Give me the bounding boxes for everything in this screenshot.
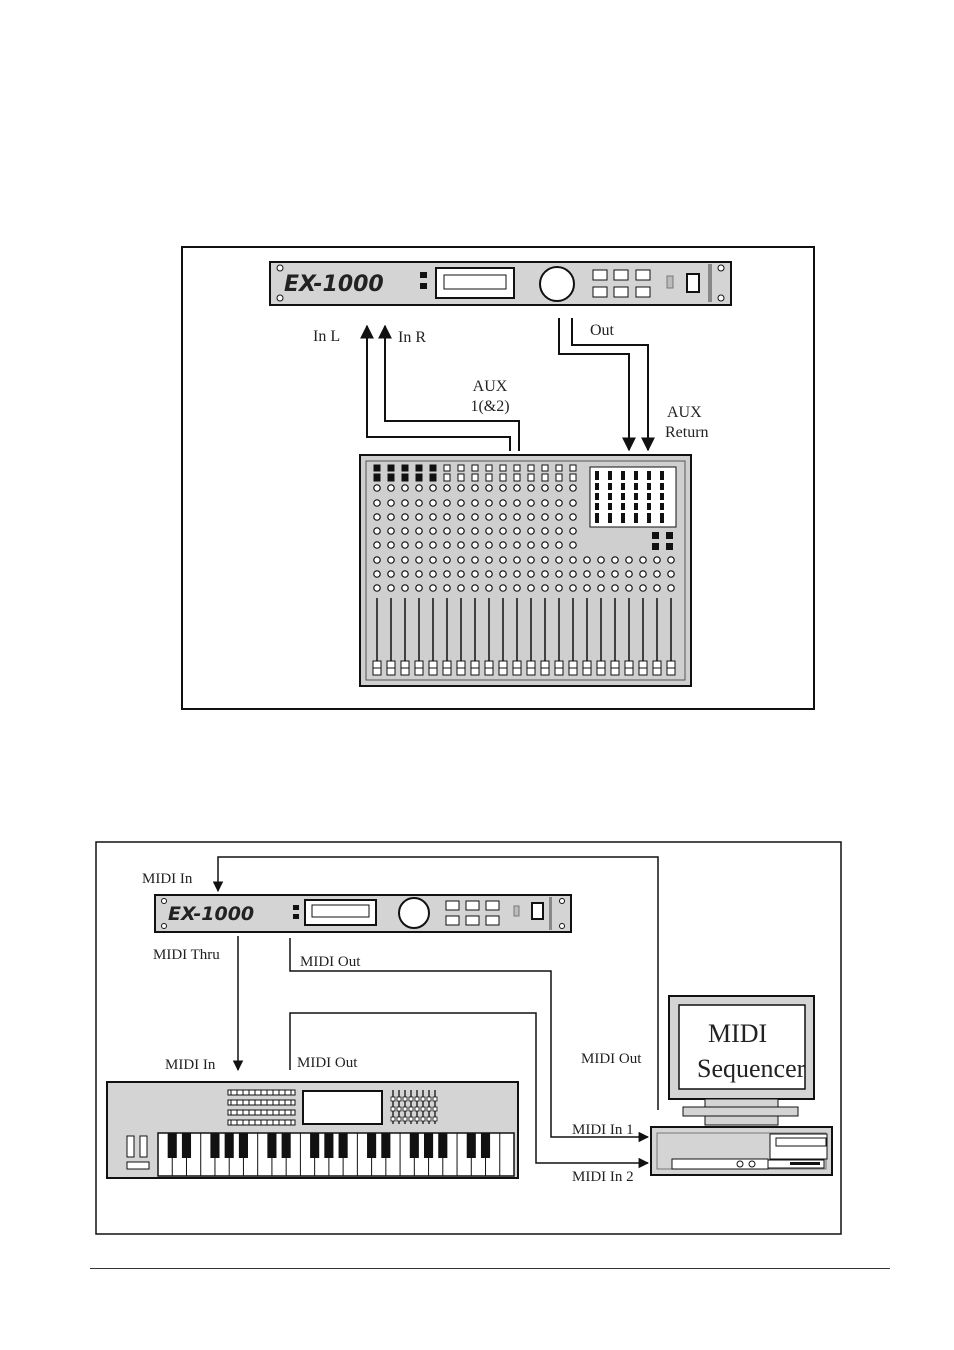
screen-text-midi: MIDI: [708, 1019, 767, 1048]
mixer-channel-strips: [372, 464, 676, 676]
label-return: Return: [665, 424, 709, 441]
keyboard-display: [302, 1090, 383, 1125]
label-aux-return: AUX: [667, 404, 702, 421]
label-aux: AUX: [473, 378, 508, 395]
power-switch: [686, 273, 700, 293]
label-midi-thru: MIDI Thru: [153, 947, 220, 963]
computer-sequencer: MIDI Sequencer: [650, 995, 833, 1176]
mixing-console: [359, 454, 692, 687]
monitor-screen: [678, 1004, 806, 1090]
device-logo-small: EX-1000: [168, 903, 254, 925]
screen-text-sequencer: Sequencer: [697, 1054, 806, 1083]
label-in-l: In L: [313, 328, 340, 345]
ex1000-rack-unit: EX-1000: [269, 261, 732, 306]
label-midi-out-computer: MIDI Out: [581, 1051, 642, 1067]
label-in-r: In R: [398, 329, 426, 346]
device-logo: EX-1000: [284, 272, 384, 297]
diagram-2-cables: [212, 856, 659, 1169]
diagram-1-cables: [360, 318, 655, 452]
piano-keys: [157, 1132, 515, 1177]
keyboard-synthesizer: [106, 1081, 519, 1179]
label-midi-in-1: MIDI In 1: [572, 1122, 634, 1138]
label-midi-in-top: MIDI In: [142, 871, 193, 887]
ex1000-rack-unit-small: EX-1000: [154, 894, 572, 933]
diagram-2-midi-connection: EX-1000 MIDI In MIDI Thru MIDI Out M: [95, 841, 842, 1235]
diagram-1-mixer-connection: EX-1000 In L In R Out AUX 1(&2): [181, 246, 815, 710]
data-knob: [539, 266, 575, 302]
label-midi-out-device: MIDI Out: [300, 954, 361, 970]
label-midi-in-2: MIDI In 2: [572, 1169, 634, 1185]
footer-rule: [90, 1268, 890, 1269]
label-aux-channels: 1(&2): [470, 398, 509, 415]
label-out: Out: [590, 322, 615, 339]
label-midi-out-keyboard: MIDI Out: [297, 1055, 358, 1071]
label-midi-in-keyboard: MIDI In: [165, 1057, 216, 1073]
